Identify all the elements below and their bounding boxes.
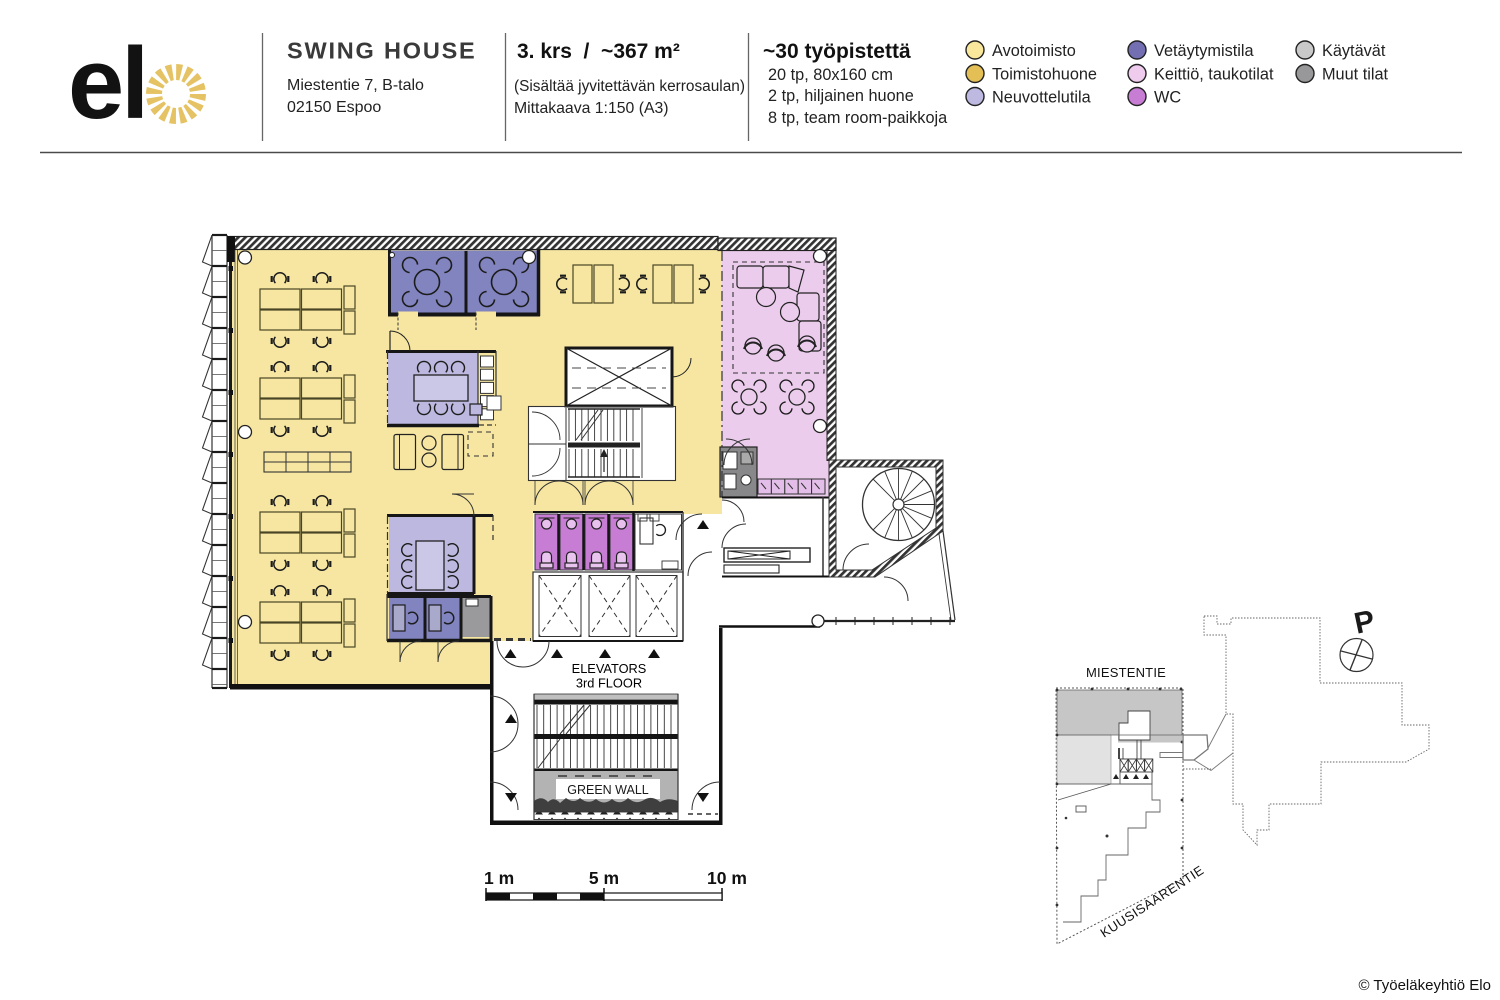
svg-text:Neuvottelutila: Neuvottelutila — [992, 89, 1092, 107]
svg-text:(Sisältää jyvitettävän kerrosa: (Sisältää jyvitettävän kerrosaulan) — [514, 78, 745, 95]
svg-text:© Työeläkeyhtiö Elo: © Työeläkeyhtiö Elo — [1358, 977, 1491, 994]
svg-text:ELEVATORS: ELEVATORS — [572, 661, 647, 676]
svg-text:SWING HOUSE: SWING HOUSE — [287, 38, 477, 64]
svg-text:8 tp, team room-paikkoja: 8 tp, team room-paikkoja — [768, 109, 948, 127]
svg-text:Keittiö, taukotilat: Keittiö, taukotilat — [1154, 66, 1274, 84]
svg-text:el: el — [68, 28, 146, 140]
svg-text:Käytävät: Käytävät — [1322, 42, 1386, 60]
svg-text:2 tp, hiljainen huone: 2 tp, hiljainen huone — [768, 87, 914, 105]
svg-text:GREEN WALL: GREEN WALL — [567, 783, 649, 797]
svg-text:Toimistohuone: Toimistohuone — [992, 66, 1097, 84]
svg-text:3rd FLOOR: 3rd FLOOR — [576, 676, 642, 691]
svg-text:1 m: 1 m — [484, 868, 514, 888]
svg-text:P: P — [1351, 604, 1377, 640]
svg-text:02150 Espoo: 02150 Espoo — [287, 99, 381, 116]
svg-text:10 m: 10 m — [707, 868, 747, 888]
svg-text:Vetäytymistila: Vetäytymistila — [1154, 42, 1254, 60]
svg-text:Miestentie 7, B-talo: Miestentie 7, B-talo — [287, 77, 424, 94]
svg-text:Muut tilat: Muut tilat — [1322, 66, 1389, 84]
svg-text:Avotoimisto: Avotoimisto — [992, 42, 1076, 60]
svg-text:WC: WC — [1154, 89, 1181, 107]
svg-text:Mittakaava 1:150 (A3): Mittakaava 1:150 (A3) — [514, 100, 669, 117]
svg-text:20 tp, 80x160 cm: 20 tp, 80x160 cm — [768, 66, 893, 84]
svg-text:~30 työpistettä: ~30 työpistettä — [763, 40, 911, 63]
svg-text:MIESTENTIE: MIESTENTIE — [1086, 665, 1166, 680]
svg-text:5 m: 5 m — [589, 868, 619, 888]
svg-text:3. krs / ~367 m²: 3. krs / ~367 m² — [517, 40, 680, 63]
